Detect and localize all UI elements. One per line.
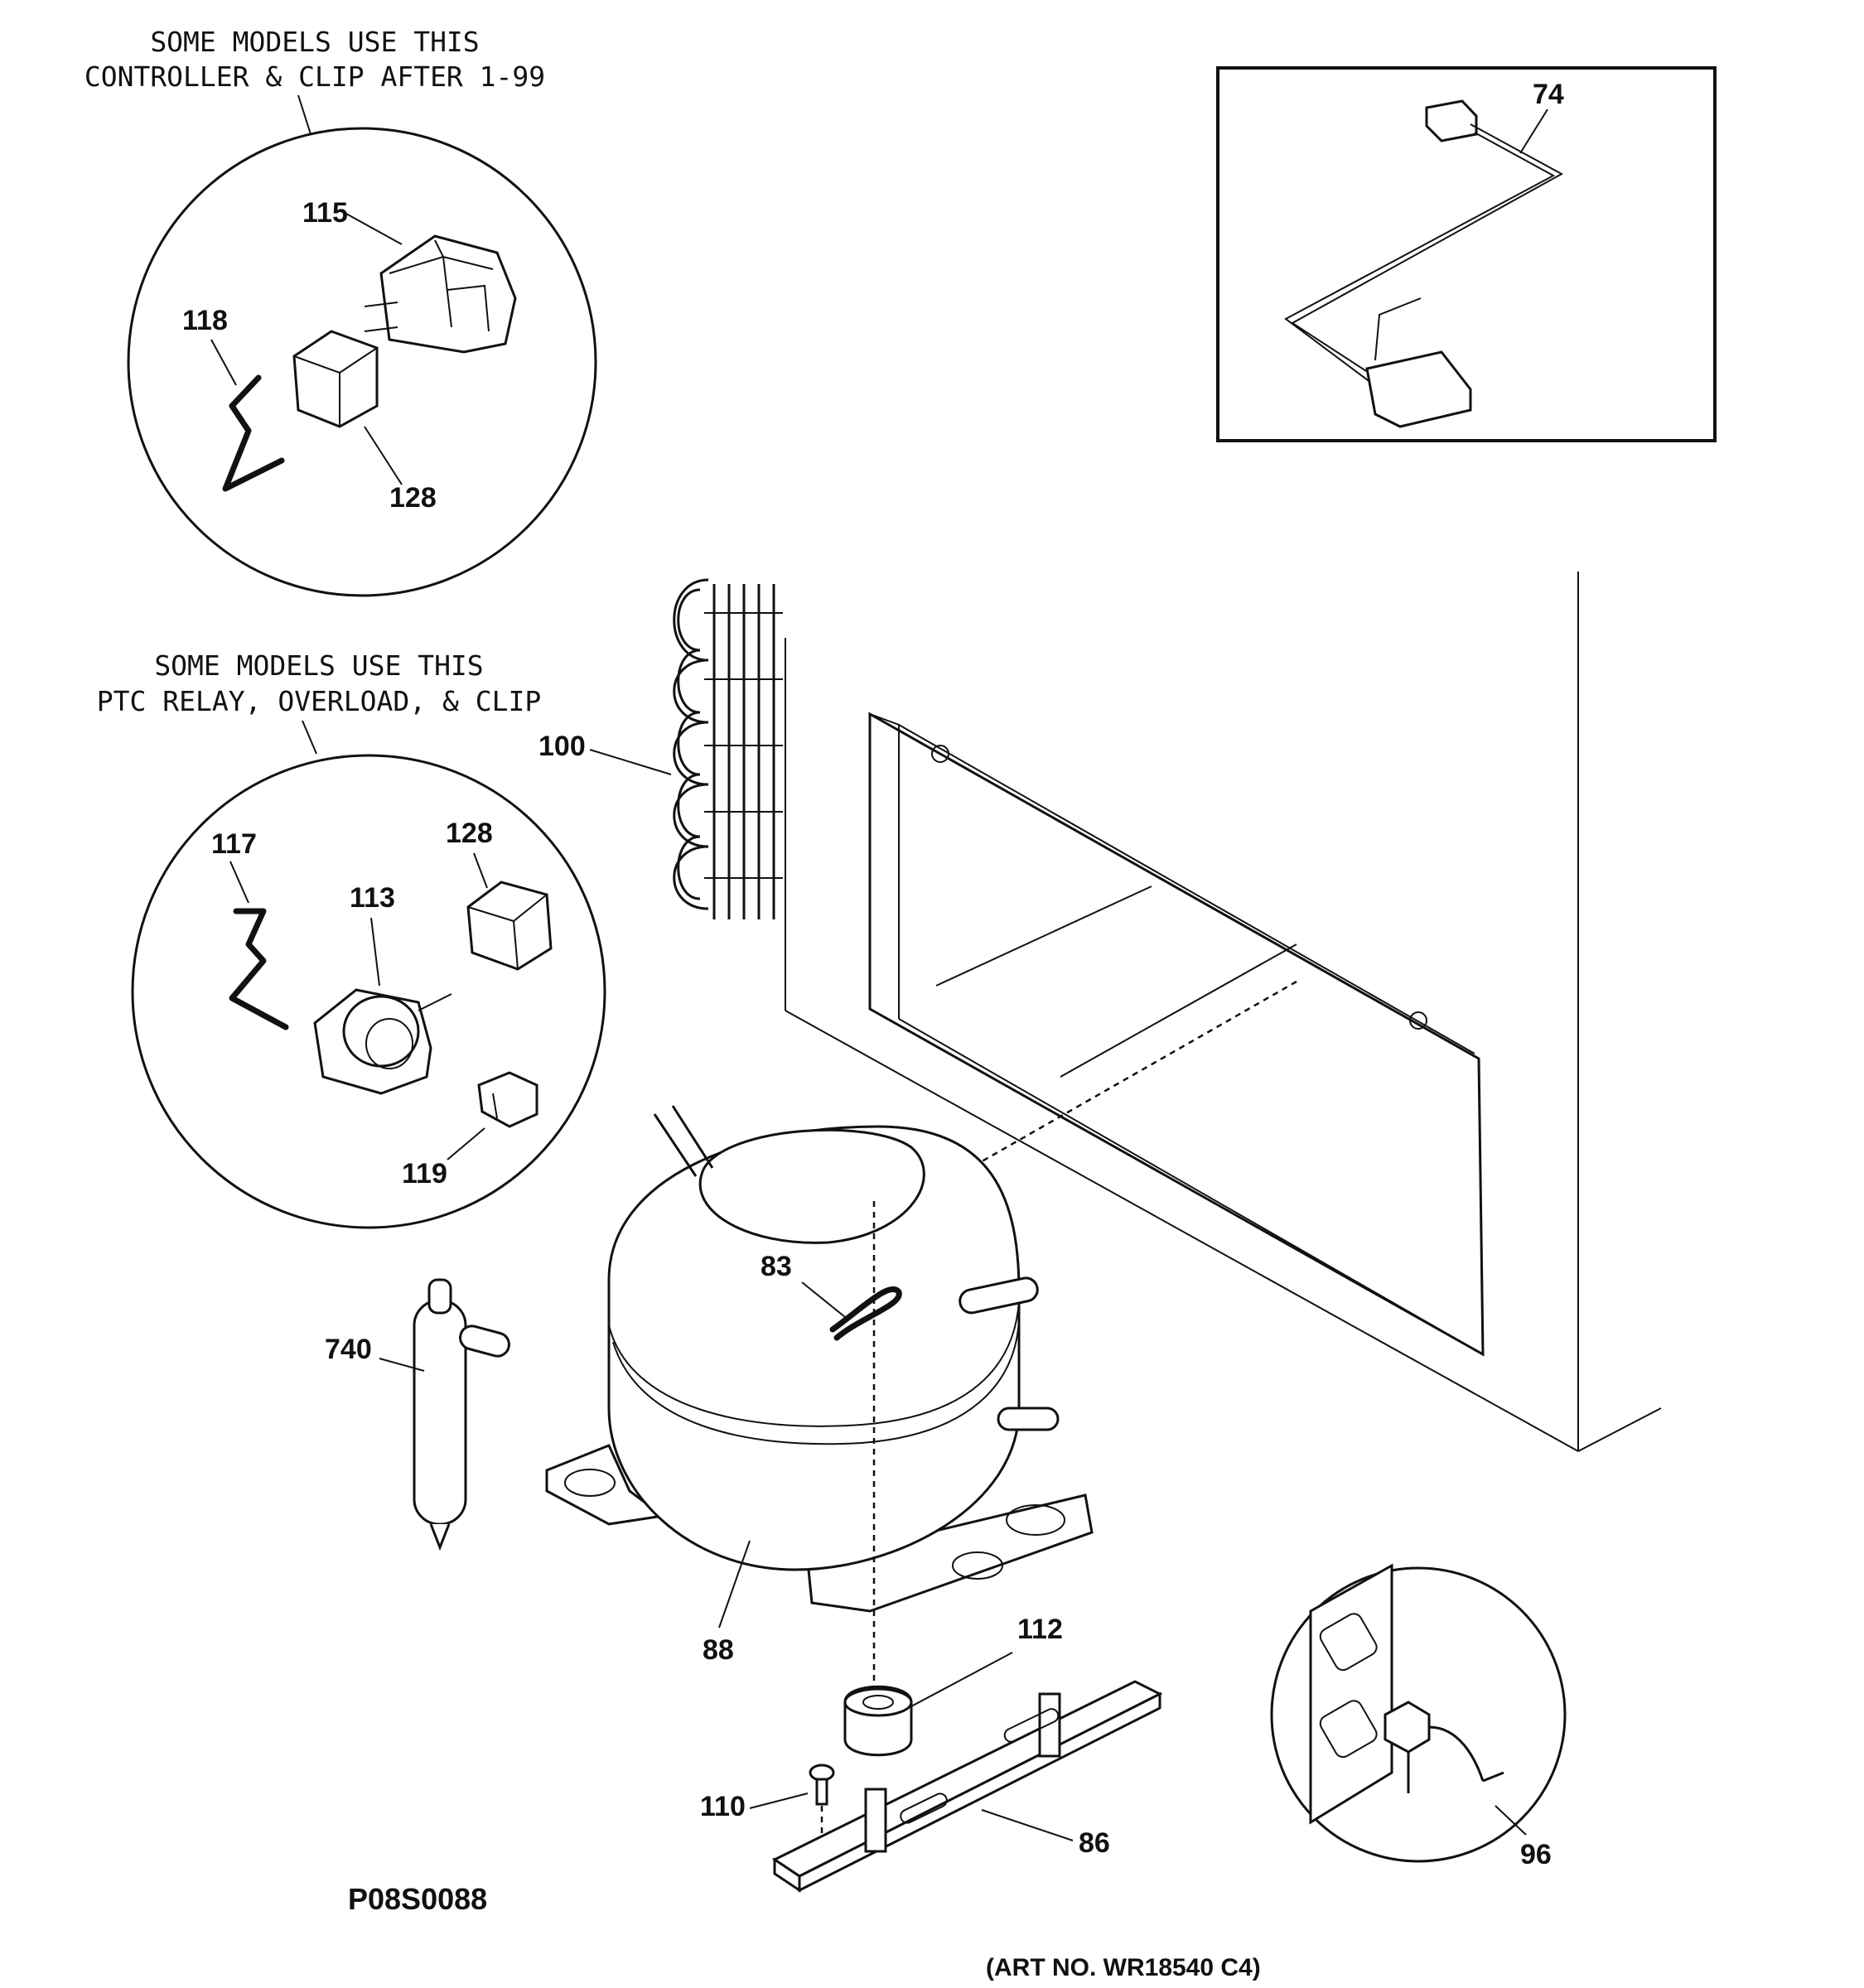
ptc-caption-leader xyxy=(302,720,317,755)
controller-caption-line1: SOME MODELS USE THIS xyxy=(150,26,479,58)
callout-115: 115 xyxy=(302,197,348,229)
leader-110 xyxy=(749,1793,809,1809)
bracket-part xyxy=(772,1680,1163,1893)
callout-86: 86 xyxy=(1079,1827,1110,1859)
clip-119-part xyxy=(477,1071,538,1128)
compressor-part xyxy=(545,1105,1094,1613)
leader-118 xyxy=(210,339,237,386)
art-number: (ART NO. WR18540 C4) xyxy=(986,1954,1261,1981)
leader-86 xyxy=(981,1809,1074,1841)
callout-100: 100 xyxy=(538,731,586,762)
leader-119 xyxy=(447,1127,485,1160)
leader-112 xyxy=(910,1652,1013,1707)
callout-74: 74 xyxy=(1533,79,1564,110)
plug-part xyxy=(1384,1701,1504,1793)
callout-83: 83 xyxy=(761,1251,792,1282)
callout-117: 117 xyxy=(211,828,257,860)
condenser-coil-part xyxy=(673,578,783,919)
leader-117 xyxy=(229,861,249,904)
leader-740 xyxy=(379,1358,425,1372)
cabinet-outline xyxy=(785,572,1662,1452)
callout-110: 110 xyxy=(700,1791,746,1822)
leader-83 xyxy=(801,1281,846,1318)
leader-115 xyxy=(345,213,403,245)
overload-part xyxy=(466,881,553,971)
harness-inset-frame xyxy=(1216,66,1717,442)
callout-88: 88 xyxy=(703,1634,734,1666)
harness-part xyxy=(1284,99,1564,428)
mount-guide-dashed xyxy=(948,980,1297,1182)
drawing-code: P08S0088 xyxy=(348,1882,487,1916)
callout-118: 118 xyxy=(182,305,228,336)
ptc-inset: SOME MODELS USE THIS PTC RELAY, OVERLOAD… xyxy=(97,649,606,1229)
controller-inset: SOME MODELS USE THIS CONTROLLER & CLIP A… xyxy=(85,26,597,597)
callout-128-top: 128 xyxy=(389,482,437,514)
clip-118-part xyxy=(222,374,285,492)
controller-caption-line2: CONTROLLER & CLIP AFTER 1-99 xyxy=(85,60,545,93)
drier-part xyxy=(413,1278,510,1551)
leader-74 xyxy=(1519,109,1548,154)
leader-100 xyxy=(589,749,672,775)
ptc-caption-line2: PTC RELAY, OVERLOAD, & CLIP xyxy=(97,685,541,717)
screw-part xyxy=(809,1764,835,1806)
callout-740: 740 xyxy=(325,1334,372,1365)
leader-128-ptc xyxy=(473,852,488,889)
ptc-relay-part xyxy=(313,988,452,1095)
ptc-caption-line1: SOME MODELS USE THIS xyxy=(154,649,483,682)
wire-83-part xyxy=(829,1286,902,1341)
callout-113: 113 xyxy=(350,882,395,914)
outlet-part xyxy=(1309,1563,1393,1825)
callout-96: 96 xyxy=(1520,1839,1552,1870)
controller-box-part xyxy=(292,330,379,428)
leader-128-top xyxy=(364,426,403,485)
harness-inset: 74 xyxy=(1216,66,1717,442)
leader-96 xyxy=(1495,1805,1527,1836)
grommet-part xyxy=(843,1685,913,1757)
controller-inset-circle xyxy=(127,127,597,597)
leader-88 xyxy=(718,1540,751,1629)
clip-117-part xyxy=(229,908,289,1030)
controller-part xyxy=(364,234,517,354)
callout-128-ptc: 128 xyxy=(446,818,493,849)
outlet-inset-circle xyxy=(1270,1566,1567,1863)
callout-112: 112 xyxy=(1017,1614,1063,1645)
ptc-inset-circle xyxy=(131,754,606,1229)
callout-119: 119 xyxy=(402,1158,447,1189)
outlet-inset xyxy=(1270,1563,1567,1863)
leader-113 xyxy=(370,917,380,987)
controller-caption-leader xyxy=(297,94,311,135)
